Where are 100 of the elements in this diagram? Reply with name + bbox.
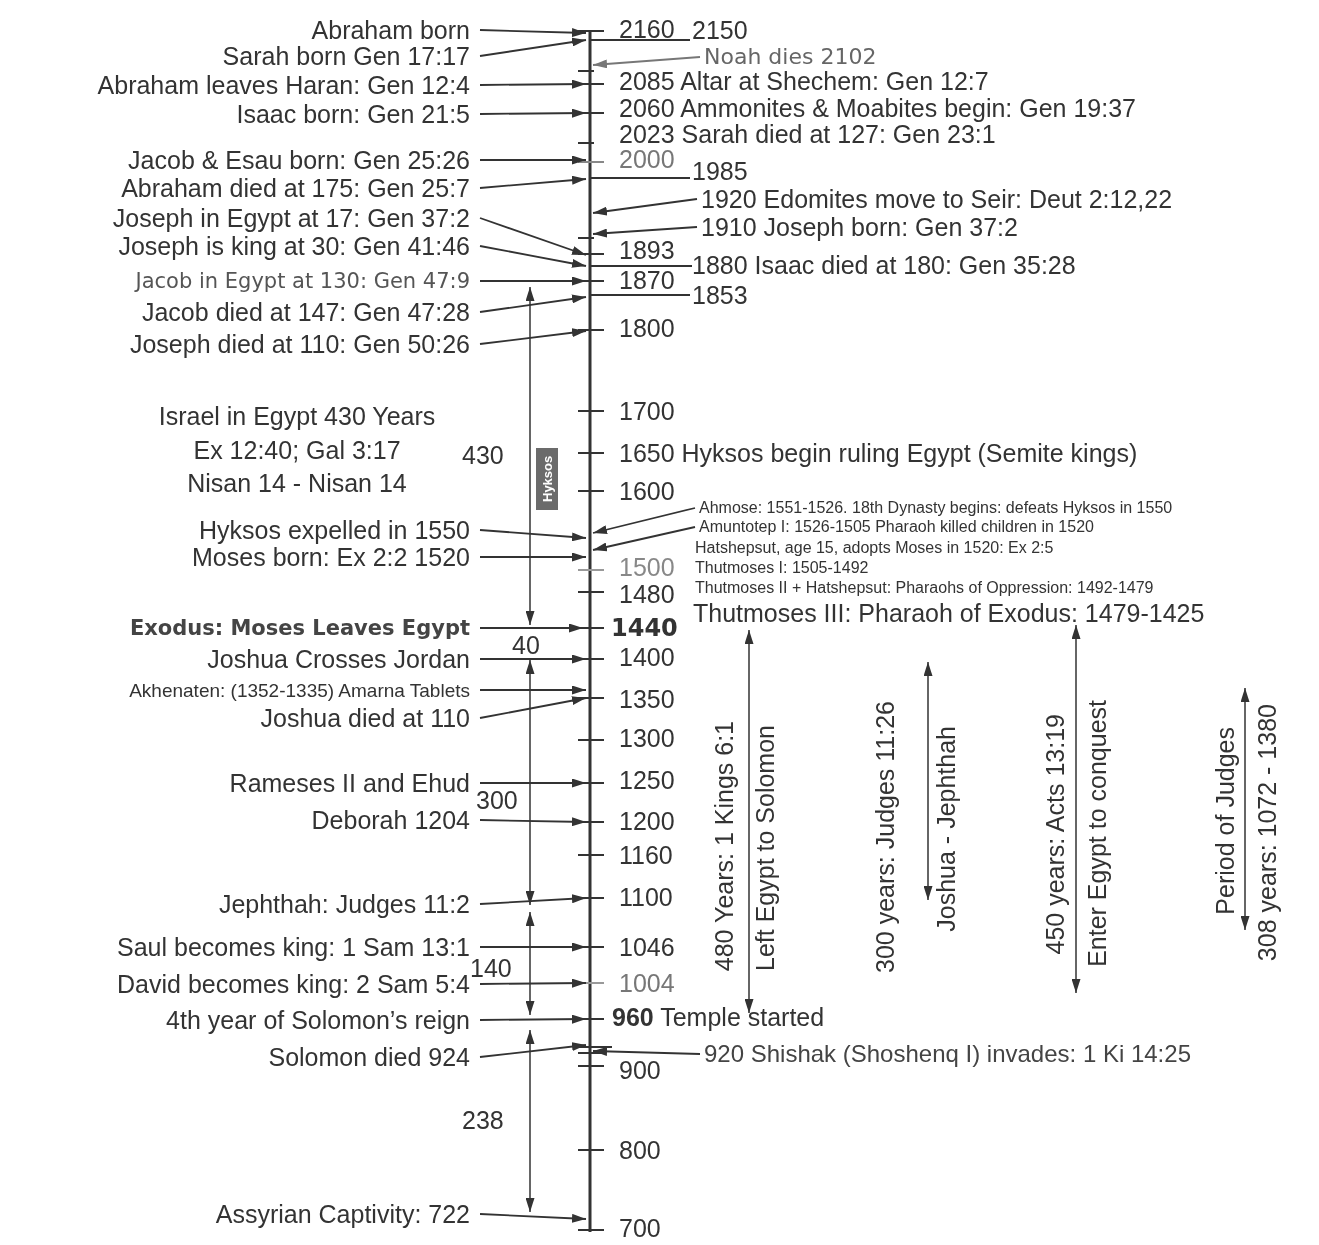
event-label: Abraham born: [311, 17, 480, 43]
year-label: 700: [619, 1215, 661, 1241]
year-label: 1500: [619, 554, 675, 580]
event-label: 1920 Edomites move to Seir: Deut 2:12,22: [697, 186, 1173, 212]
event-label: Jacob in Egypt at 130: Gen 47:9: [135, 270, 480, 292]
arrow: [479, 942, 587, 952]
arrow: [479, 623, 584, 633]
arrow: [479, 1042, 587, 1058]
arrow: [592, 1046, 701, 1056]
event-label: 1880 Isaac died at 180: Gen 35:28: [692, 252, 1076, 278]
year-label: 2000: [619, 146, 675, 172]
event-label: 1910 Joseph born: Gen 37:2: [697, 214, 1018, 240]
year-label: 1800: [619, 315, 675, 341]
span-label: 40: [512, 632, 540, 658]
event-label: Joseph is king at 30: Gen 41:46: [118, 233, 480, 259]
span-label: Left Egypt to Solomon: [753, 725, 778, 971]
event-label: 960 Temple started: [612, 1004, 825, 1030]
arrow: [592, 526, 696, 552]
event-label: Isaac born: Gen 21:5: [236, 101, 480, 127]
span-label: 238: [462, 1107, 504, 1133]
arrow: [479, 1014, 587, 1024]
year-label: 1100: [619, 884, 673, 910]
year-label: 1400: [619, 644, 675, 670]
arrow: [479, 155, 587, 165]
event-label: 2023 Sarah died at 127: Gen 23:1: [619, 121, 996, 147]
event-label: 920 Shishak (Shoshenq I) invades: 1 Ki 14:25: [700, 1042, 1191, 1066]
arrow: [592, 226, 698, 238]
year-label: 1300: [619, 725, 675, 751]
year-label: 1893: [619, 237, 675, 263]
year-label: 1004: [619, 970, 675, 996]
year-label: 1480: [619, 581, 675, 607]
arrow: [479, 894, 587, 905]
event-label: Exodus: Moses Leaves Egypt: [129, 617, 480, 639]
event-label: Hyksos expelled in 1550: [199, 517, 480, 543]
year-label: 1700: [619, 398, 675, 424]
note: Nisan 14 - Nisan 14: [187, 470, 407, 496]
arrow: [479, 245, 587, 268]
arrow: [479, 217, 587, 256]
event-label: Amuntotep I: 1526-1505 Pharaoh killed children in 1520: [695, 519, 1094, 535]
span-label: 308 years: 1072 - 1380: [1255, 703, 1280, 961]
arrow: [479, 817, 587, 827]
arrow: [479, 1213, 587, 1223]
event-label: Ahmose: 1551-1526. 18th Dynasty begins: defeats Hyksos in 1550: [695, 500, 1173, 516]
arrow: [479, 108, 587, 118]
span-label: Enter Egypt to conquest: [1085, 700, 1110, 967]
year-label: 1350: [619, 686, 675, 712]
event-label: Jacob died at 147: Gen 47:28: [141, 299, 480, 325]
arrow: [479, 552, 587, 562]
year-label: 1853: [692, 282, 748, 308]
event-label: Thutmoses III: Pharaoh of Exodus: 1479-1425: [693, 600, 1205, 626]
span-label: 430: [462, 442, 504, 468]
span-label: 480 Years: 1 Kings 6:1: [712, 720, 737, 971]
year-label: 1600: [619, 478, 675, 504]
event-label: 2060 Ammonites & Moabites begin: Gen 19:37: [619, 95, 1136, 121]
event-label: Jacob & Esau born: Gen 25:26: [128, 147, 480, 173]
year-label: 1200: [619, 808, 675, 834]
span-label: Joshua - Jephthah: [934, 726, 959, 932]
event-label: Noah dies 2102: [700, 46, 877, 68]
event-label: Sarah born Gen 17:17: [222, 43, 480, 69]
year-label: 1440: [611, 616, 678, 640]
event-label: Solomon died 924: [268, 1044, 480, 1070]
arrow: [479, 685, 587, 695]
event-label: Thutmoses I: 1505-1492: [695, 560, 869, 576]
year-label: 1985: [692, 158, 748, 184]
event-label: Moses born: Ex 2:2 1520: [192, 544, 480, 570]
note: Israel in Egypt 430 Years: [158, 403, 436, 429]
arrow: [592, 56, 701, 69]
event-label: Joseph died at 110: Gen 50:26: [129, 331, 480, 357]
event-label: Thutmoses II + Hatshepsut: Pharaohs of Oppression: 1492-1479: [695, 580, 1154, 596]
year-label: 800: [619, 1137, 661, 1163]
arrow: [479, 529, 587, 542]
year-label: 1870: [619, 267, 675, 293]
note: Ex 12:40; Gal 3:17: [193, 437, 401, 463]
event-label: 4th year of Solomon’s reign: [166, 1007, 480, 1033]
year-label: 900: [619, 1057, 661, 1083]
year-label: 1250: [619, 767, 675, 793]
event-label: Assyrian Captivity: 722: [215, 1201, 480, 1227]
arrow: [479, 978, 587, 988]
event-label: 1650 Hyksos begin ruling Egypt (Semite kings): [619, 440, 1138, 466]
event-label: Hatshepsut, age 15, adopts Moses in 1520: Ex 2:5: [695, 540, 1054, 556]
arrow: [479, 778, 587, 788]
span-label: Period of Judges: [1213, 727, 1238, 915]
arrow: [479, 175, 587, 189]
event-label: Akhenaten: (1352-1335) Amarna Tablets: [129, 680, 480, 700]
event-label: Joshua Crosses Jordan: [207, 646, 480, 672]
event-label: Joseph in Egypt at 17: Gen 37:2: [112, 205, 480, 231]
span-label: 450 years: Acts 13:19: [1043, 713, 1068, 954]
event-label: Abraham leaves Haran: Gen 12:4: [97, 72, 480, 98]
year-label: 2160: [619, 16, 675, 42]
event-label: Jephthah: Judges 11:2: [218, 891, 480, 917]
year-label: 1046: [619, 934, 675, 960]
arrow: [479, 696, 587, 719]
year-label: 1160: [619, 842, 673, 868]
arrow: [479, 28, 587, 38]
arrow: [592, 198, 698, 216]
period-bar: Hyksos: [536, 448, 558, 510]
span-label: 300 years: Judges 11:26: [873, 701, 898, 973]
year-label: 2150: [692, 17, 748, 43]
arrow: [479, 276, 587, 286]
arrow: [479, 37, 587, 57]
